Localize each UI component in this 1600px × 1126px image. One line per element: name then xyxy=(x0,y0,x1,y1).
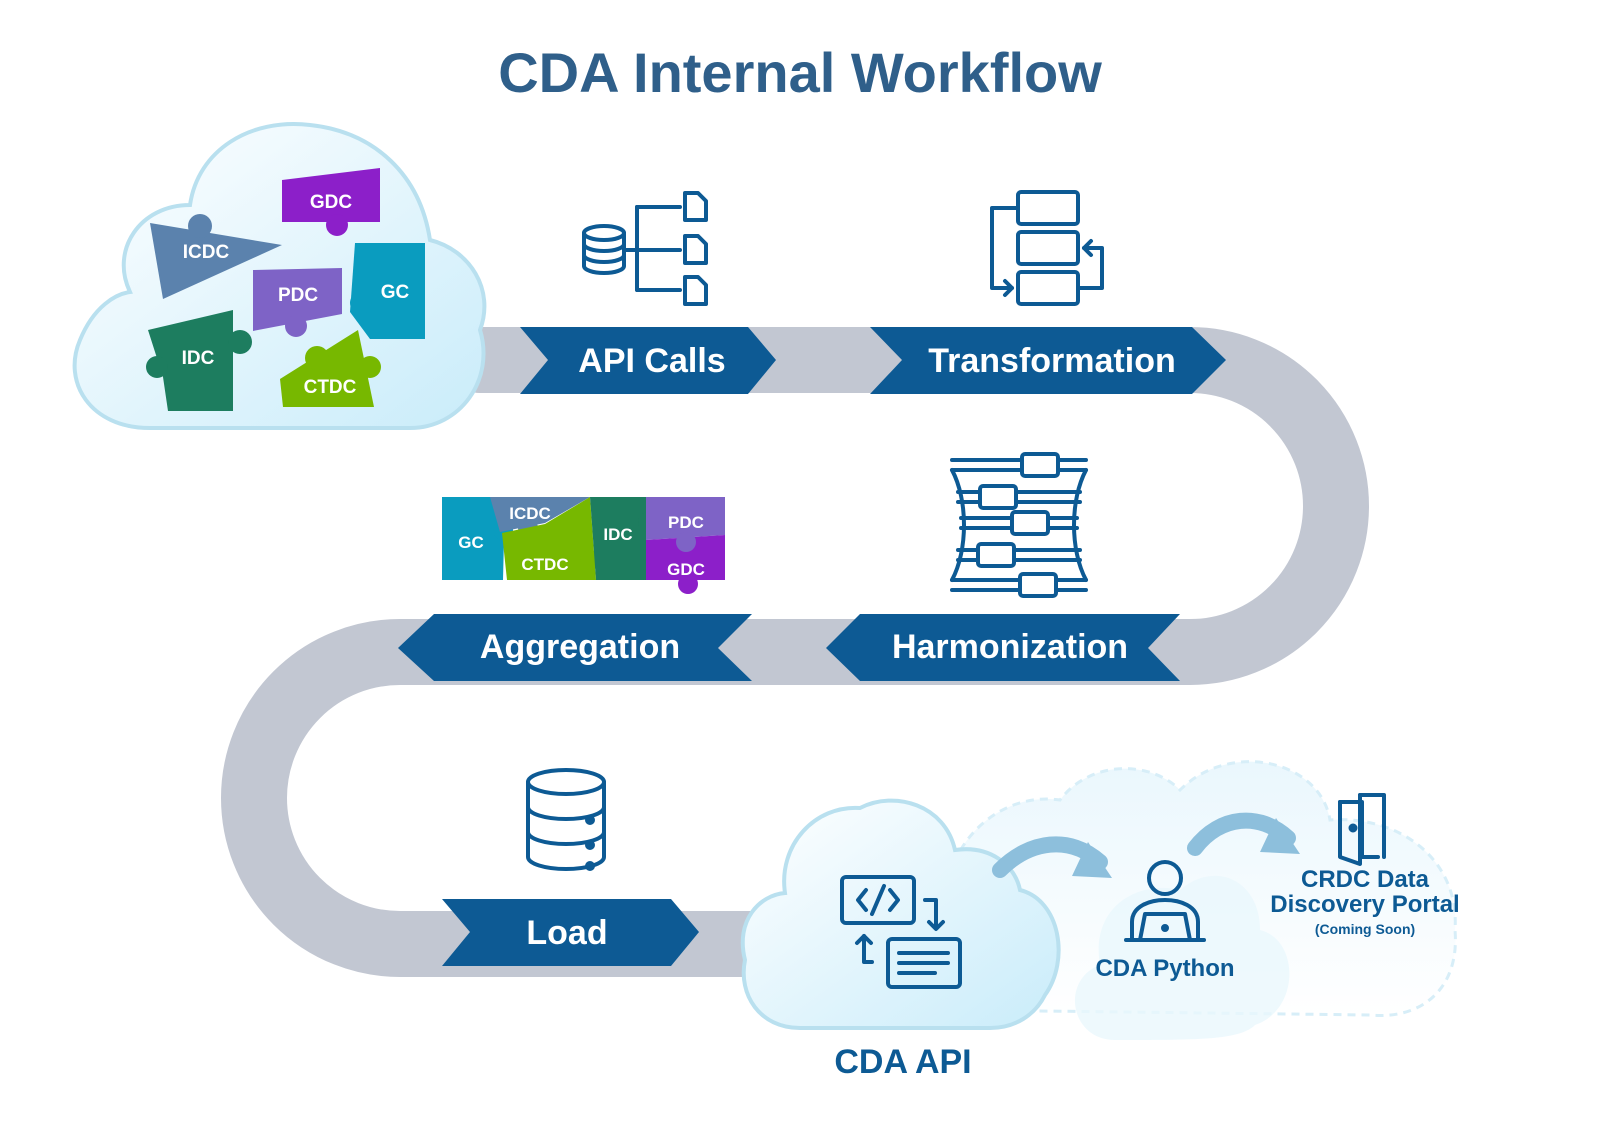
piece-pdc-label: PDC xyxy=(278,285,318,306)
agg-icdc-label: ICDC xyxy=(509,504,551,523)
portal-label-line1: CRDC Data xyxy=(1301,866,1430,893)
piece-gc: GC xyxy=(350,243,425,339)
transformation-icon xyxy=(990,190,1104,306)
piece-idc: IDC xyxy=(146,310,252,411)
step-aggregation: Aggregation xyxy=(398,614,752,681)
agg-gdc-label: GDC xyxy=(667,560,705,579)
piece-ctdc: CTDC xyxy=(280,330,381,407)
flow-arrows xyxy=(992,812,1300,878)
step-transformation: Transformation xyxy=(870,327,1226,394)
source-pieces: GDC ICDC PDC GC IDC CTDC xyxy=(146,168,425,411)
step-aggregation-label: Aggregation xyxy=(480,628,680,666)
step-harmonization: Harmonization xyxy=(826,614,1180,681)
piece-icdc: ICDC xyxy=(150,214,282,299)
page-title: CDA Internal Workflow xyxy=(498,41,1102,104)
cda-python-label: CDA Python xyxy=(1095,955,1234,982)
database-icon xyxy=(526,768,606,871)
step-load-label: Load xyxy=(526,914,607,952)
user-laptop-icon xyxy=(1124,860,1206,942)
cda-api-cloud xyxy=(740,798,1061,1030)
step-api-calls-label: API Calls xyxy=(578,342,725,380)
database-tree-icon xyxy=(582,191,708,306)
harmonization-icon xyxy=(950,452,1088,598)
piece-gdc-label: GDC xyxy=(310,192,353,213)
piece-idc-label: IDC xyxy=(182,348,215,369)
piece-gc-label: GC xyxy=(381,282,410,303)
agg-piece-pdc: PDC xyxy=(646,497,725,540)
agg-pdc-label: PDC xyxy=(668,513,704,532)
cda-api-label: CDA API xyxy=(834,1043,971,1081)
portal-label-line2: Discovery Portal xyxy=(1270,891,1459,918)
code-api-icon xyxy=(840,875,962,989)
step-load: Load xyxy=(442,899,699,966)
door-icon xyxy=(1338,793,1386,866)
step-api-calls: API Calls xyxy=(520,327,776,394)
step-transformation-label: Transformation xyxy=(928,342,1175,380)
piece-ctdc-label: CTDC xyxy=(304,377,357,398)
workflow-track xyxy=(221,327,1369,977)
piece-icdc-label: ICDC xyxy=(183,242,230,263)
step-harmonization-label: Harmonization xyxy=(892,628,1128,666)
piece-gdc: GDC xyxy=(282,168,380,236)
agg-piece-gdc: GDC xyxy=(646,532,725,594)
agg-idc-label: IDC xyxy=(603,525,632,544)
aggregated-pieces: GC ICDC CTDC IDC PDC GDC xyxy=(442,497,725,594)
portal-note: (Coming Soon) xyxy=(1315,921,1415,937)
piece-pdc: PDC xyxy=(253,268,342,337)
agg-gc-label: GC xyxy=(458,533,484,552)
agg-ctdc-label: CTDC xyxy=(521,555,568,574)
